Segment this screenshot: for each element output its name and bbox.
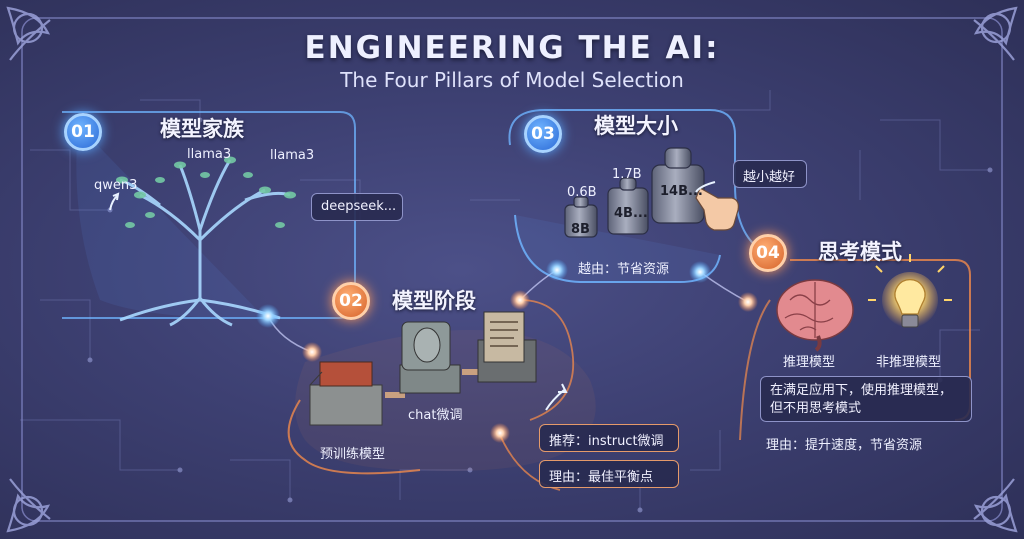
weight-label-8b: 8B <box>571 222 590 237</box>
weight-label-14b: 14B... <box>660 184 703 199</box>
size-callout: 越小越好 <box>733 160 807 188</box>
family-label-llama3-a: llama3 <box>187 147 232 162</box>
family-label-qwen3: qwen3 <box>94 178 138 193</box>
weight-label-4b: 4B... <box>614 206 648 221</box>
family-label-llama3-b: llama3 <box>270 148 315 163</box>
size-reason: 越由：节省资源 <box>578 262 670 277</box>
weight-label-0-6b: 0.6B <box>567 185 597 200</box>
non-reasoning-model-label: 非推理模型 <box>876 355 942 370</box>
family-callout-deepseek: deepseek... <box>311 193 403 221</box>
section-01-heading: 模型家族 <box>160 117 244 141</box>
statue-icon <box>399 321 461 394</box>
lightbulb-icon <box>868 254 952 328</box>
stage-reason-box: 理由：最佳平衡点 <box>539 460 679 488</box>
tree-icon <box>109 156 296 327</box>
thinking-mode-reason: 理由：提升速度，节省资源 <box>766 438 923 453</box>
reasoning-model-label: 推理模型 <box>783 355 836 370</box>
page-subtitle: The Four Pillars of Model Selection <box>340 68 684 92</box>
page-title: ENGINEERING THE AI: <box>304 30 720 66</box>
section-02-badge: 02 <box>332 282 370 320</box>
section-02-heading: 模型阶段 <box>392 289 476 313</box>
section-01-badge: 01 <box>64 113 102 151</box>
stage-chat-label: chat微调 <box>408 408 463 423</box>
section-03-badge: 03 <box>524 115 562 153</box>
bricks-icon <box>309 361 383 426</box>
brain-icon <box>776 279 854 352</box>
stage-pretrain-label: 预训练模型 <box>320 447 386 462</box>
hand-pointer-icon <box>695 187 739 231</box>
weight-label-1-7b: 1.7B <box>612 167 642 182</box>
section-03-heading: 模型大小 <box>594 114 678 138</box>
section-04-badge: 04 <box>749 234 787 272</box>
thinking-mode-note: 在满足应用下，使用推理模型，但不用思考模式 <box>760 376 972 422</box>
section-04-heading: 思考模式 <box>818 240 902 264</box>
celtic-knot-icon <box>6 6 1018 533</box>
document-icon <box>477 311 537 383</box>
stage-recommend-box: 推荐：instruct微调 <box>539 424 679 452</box>
weights-icon <box>564 147 705 238</box>
